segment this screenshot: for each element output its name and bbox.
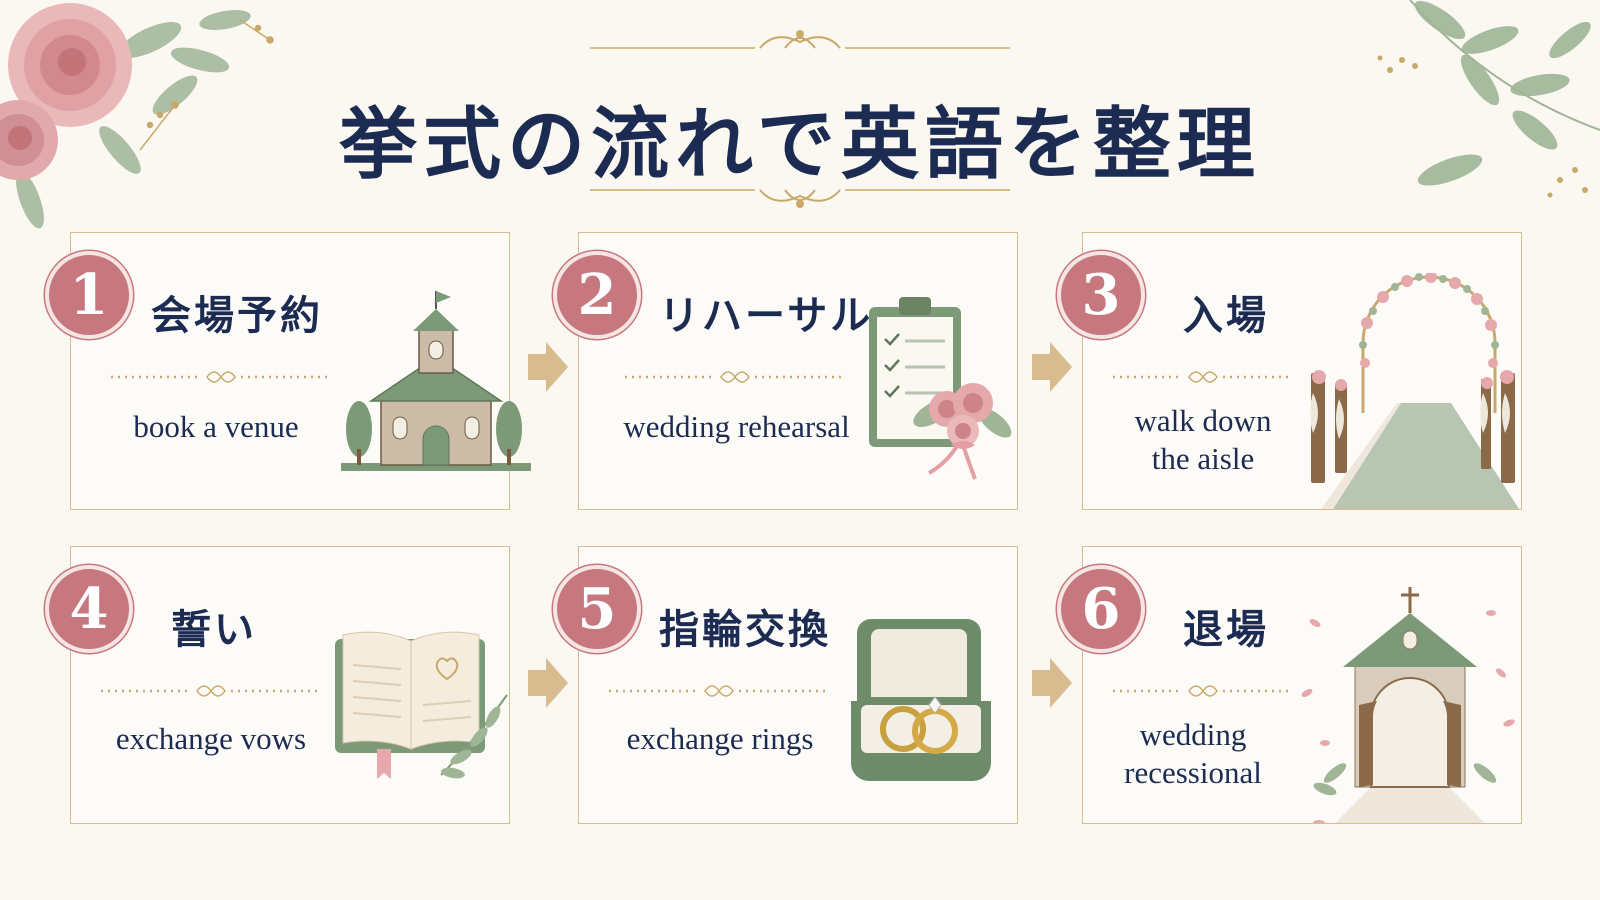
step-english-line1: walk down: [1134, 403, 1272, 438]
rose-bouquet-top-left-icon: [0, 3, 274, 229]
leaf-sprig-top-right-icon: [1377, 0, 1600, 198]
step-english-line2: the aisle: [1151, 441, 1255, 476]
gold-dotted-divider: [1113, 371, 1293, 383]
step-card-4: 4 誓い exchange vows: [45, 546, 510, 824]
arrow-right-icon: [1032, 658, 1072, 708]
ring-box-icon: [851, 619, 991, 781]
flourish-bottom-ornament: [590, 189, 1010, 208]
title-area: 挙式の流れで英語を整理: [0, 10, 1600, 210]
gold-dotted-divider: [625, 371, 845, 383]
step-card-3: 3 入場 walk down the aisle: [1057, 232, 1522, 510]
step-english: exchange rings: [626, 721, 814, 756]
open-book-icon: [335, 631, 508, 779]
step-english: wedding rehearsal: [623, 409, 850, 444]
arrow-right-icon: [528, 342, 568, 392]
step-title-jp: 退場: [1183, 606, 1269, 653]
step-english-line2: recessional: [1124, 755, 1262, 790]
step-card-6: 6 退場 wedding recessional: [1057, 546, 1522, 824]
step-title-jp: 指輪交換: [659, 606, 831, 653]
aisle-arch-icon: [1310, 273, 1519, 509]
page-title: 挙式の流れで英語を整理: [339, 99, 1261, 190]
step-number-badge: 4: [45, 565, 133, 653]
gold-dotted-divider: [609, 685, 829, 697]
arrow-right-icon: [1032, 342, 1072, 392]
step-number-badge: 6: [1057, 565, 1145, 653]
step-card-5: 5 指輪交換 exchange rings: [553, 546, 1018, 824]
step-title-jp: リハーサル: [659, 292, 874, 339]
step-number-badge: 1: [45, 251, 133, 339]
arrow-right-icon: [528, 658, 568, 708]
step-number-badge: 5: [553, 565, 641, 653]
step-english-line1: wedding: [1139, 717, 1247, 752]
chapel-icon: [341, 291, 531, 471]
step-english: exchange vows: [115, 721, 307, 756]
gold-dotted-divider: [111, 371, 331, 383]
chapel-door-icon: [1301, 587, 1515, 823]
step-english: book a venue: [133, 409, 299, 444]
gold-dotted-divider: [1113, 685, 1293, 697]
clipboard-checklist-icon: [869, 297, 1012, 480]
step-card-2: 2 リハーサル wedding rehearsal: [553, 232, 1018, 510]
step-title-jp: 入場: [1183, 292, 1269, 339]
gold-dotted-divider: [101, 685, 321, 697]
step-number-badge: 3: [1057, 251, 1145, 339]
step-title-jp: 誓い: [171, 606, 257, 653]
step-title-jp: 会場予約: [151, 292, 323, 339]
step-card-1: 1 会場予約 book a venue: [45, 232, 531, 510]
flourish-top-ornament: [590, 30, 1010, 49]
step-number-badge: 2: [553, 251, 641, 339]
